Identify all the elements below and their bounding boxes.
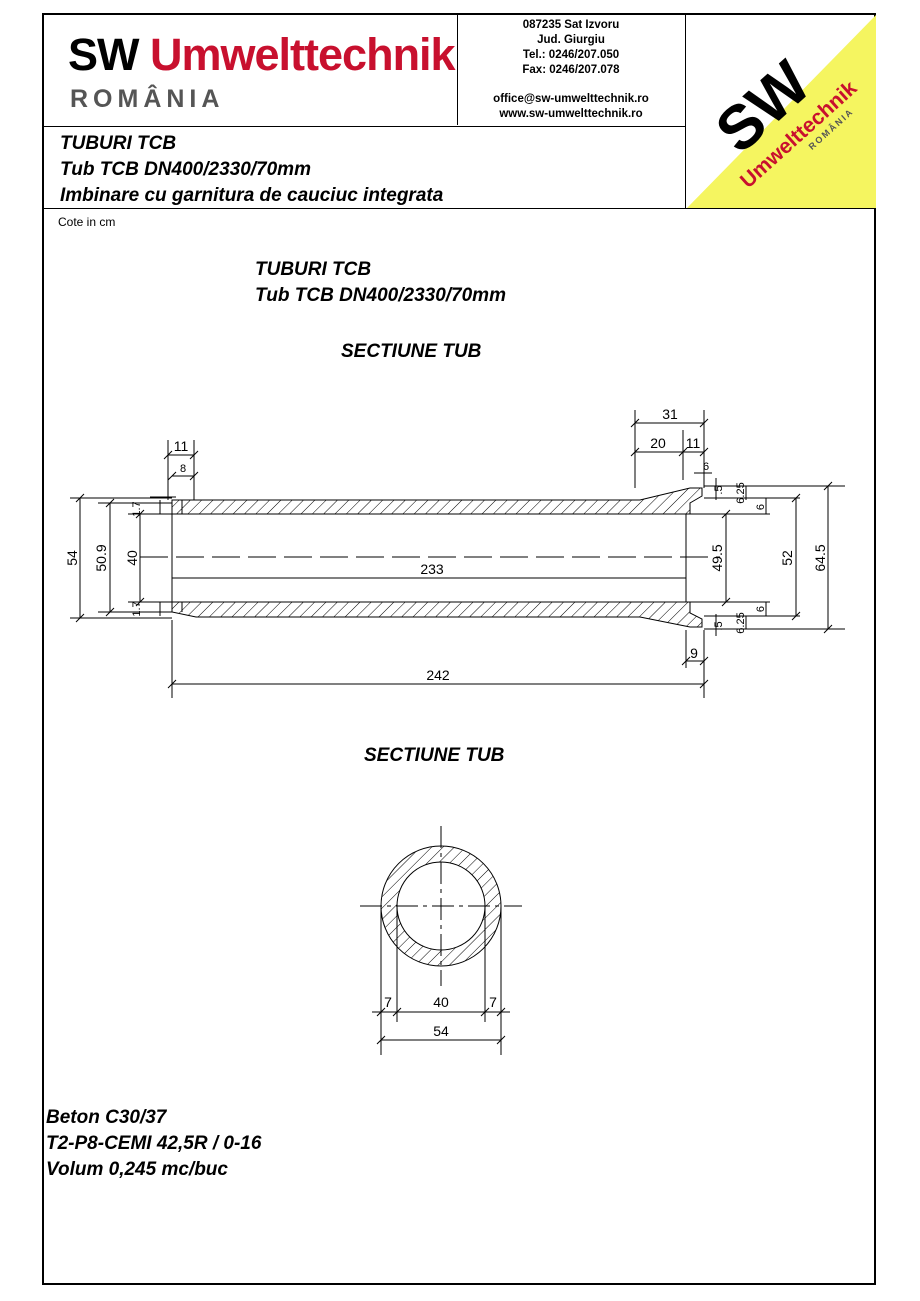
corner-logo: SW Umwelttechnik ROMÂNIA [686, 15, 876, 209]
company-logo: SW Umwelttechnik ROMÂNIA [44, 15, 458, 125]
dim-spigot-dia: 50.9 [93, 544, 109, 571]
title-line-2: Tub TCB DN400/2330/70mm [60, 159, 311, 180]
phone: Tel.: 0246/207.050 [522, 49, 620, 61]
header-box: SW Umwelttechnik ROMÂNIA 087235 Sat Izvo… [44, 15, 686, 127]
dim-bell-lip-bot: 6.25 [735, 612, 747, 633]
cross-section-dims: 7 40 7 54 [384, 994, 497, 1039]
logo-country: ROMÂNIA [70, 85, 225, 113]
title-block: TUBURI TCB Tub TCB DN400/2330/70mm Imbin… [44, 127, 686, 209]
dim-outer-dia: 54 [64, 550, 80, 566]
dim-bell-total: 31 [662, 406, 678, 422]
dim-bell-part-b: 11 [686, 435, 701, 451]
material-specs: Beton C30/37 T2-P8-CEMI 42,5R / 0-16 Vol… [46, 1105, 261, 1183]
spec-mix: T2-P8-CEMI 42,5R / 0-16 [46, 1133, 262, 1154]
spec-concrete: Beton C30/37 [46, 1107, 167, 1128]
dim-bell-outer-dia: 64.5 [812, 544, 828, 571]
long-section-dims: 233 242 31 20 11 6 11 8 9 54 50.9 40 1.7… [64, 406, 828, 683]
dim-inner-dia: 40 [124, 550, 140, 566]
dim-cross-outer: 54 [433, 1023, 449, 1039]
dim-bell-lip-top: 6.25 [735, 482, 747, 503]
dim-total-length: 242 [426, 667, 450, 683]
long-section-title: SECTIUNE TUB [341, 341, 482, 362]
fax: Fax: 0246/207.078 [522, 64, 620, 76]
dim-bell-wall-bot: 6 [755, 606, 767, 612]
address-line-1: 087235 Sat Izvoru [522, 19, 620, 31]
dim-spigot-length: 11 [174, 438, 189, 454]
website: www.sw-umwelttechnik.ro [499, 108, 643, 120]
units-note: Cote in cm [58, 215, 116, 229]
dim-wall-left: 7 [384, 994, 392, 1010]
dim-bell-step: 6 [703, 461, 709, 473]
drawing-heading-2: Tub TCB DN400/2330/70mm [255, 285, 506, 306]
cross-section [360, 826, 522, 1055]
title-line-3: Imbinare cu garnitura de cauciuc integra… [60, 185, 444, 206]
spec-volume: Volum 0,245 mc/buc [46, 1159, 228, 1180]
dim-spigot-small-top: 1.7 [131, 501, 143, 516]
contact-block: 087235 Sat Izvoru Jud. Giurgiu Tel.: 024… [458, 18, 684, 122]
long-section [70, 410, 845, 698]
drawing-heading-1: TUBURI TCB [255, 259, 372, 280]
top-wall [171, 487, 703, 515]
email: office@sw-umwelttechnik.ro [493, 93, 649, 105]
drawing-sheet: SW Umwelttechnik ROMÂNIA 087235 Sat Izvo… [42, 13, 876, 1285]
dim-spigot-step: 8 [180, 463, 186, 475]
logo-name: Umwelttechnik [150, 29, 456, 80]
dim-bell-part-a: 20 [650, 435, 666, 451]
dim-bell-inner-dia: 49.5 [709, 544, 725, 571]
dim-cross-inner: 40 [433, 994, 449, 1010]
address-line-2: Jud. Giurgiu [537, 34, 605, 46]
logo-sw: SW [68, 29, 139, 80]
dim-bell-gap-top: .5 [713, 485, 725, 494]
dim-wall-right: 7 [489, 994, 497, 1010]
dim-inner-length: 233 [420, 561, 444, 577]
dim-spigot-small-bot: 1.7 [131, 601, 143, 616]
dim-bell-wall-top: 6 [755, 504, 767, 510]
dim-bell-seat-dia: 52 [779, 550, 795, 566]
dim-bell-gap-bot: .5 [713, 621, 725, 630]
title-line-1: TUBURI TCB [60, 133, 177, 154]
dim-end-length: 9 [690, 645, 698, 661]
logo-wordmark: SW Umwelttechnik [68, 29, 456, 81]
cross-section-title: SECTIUNE TUB [364, 745, 505, 766]
bottom-wall [171, 601, 703, 628]
